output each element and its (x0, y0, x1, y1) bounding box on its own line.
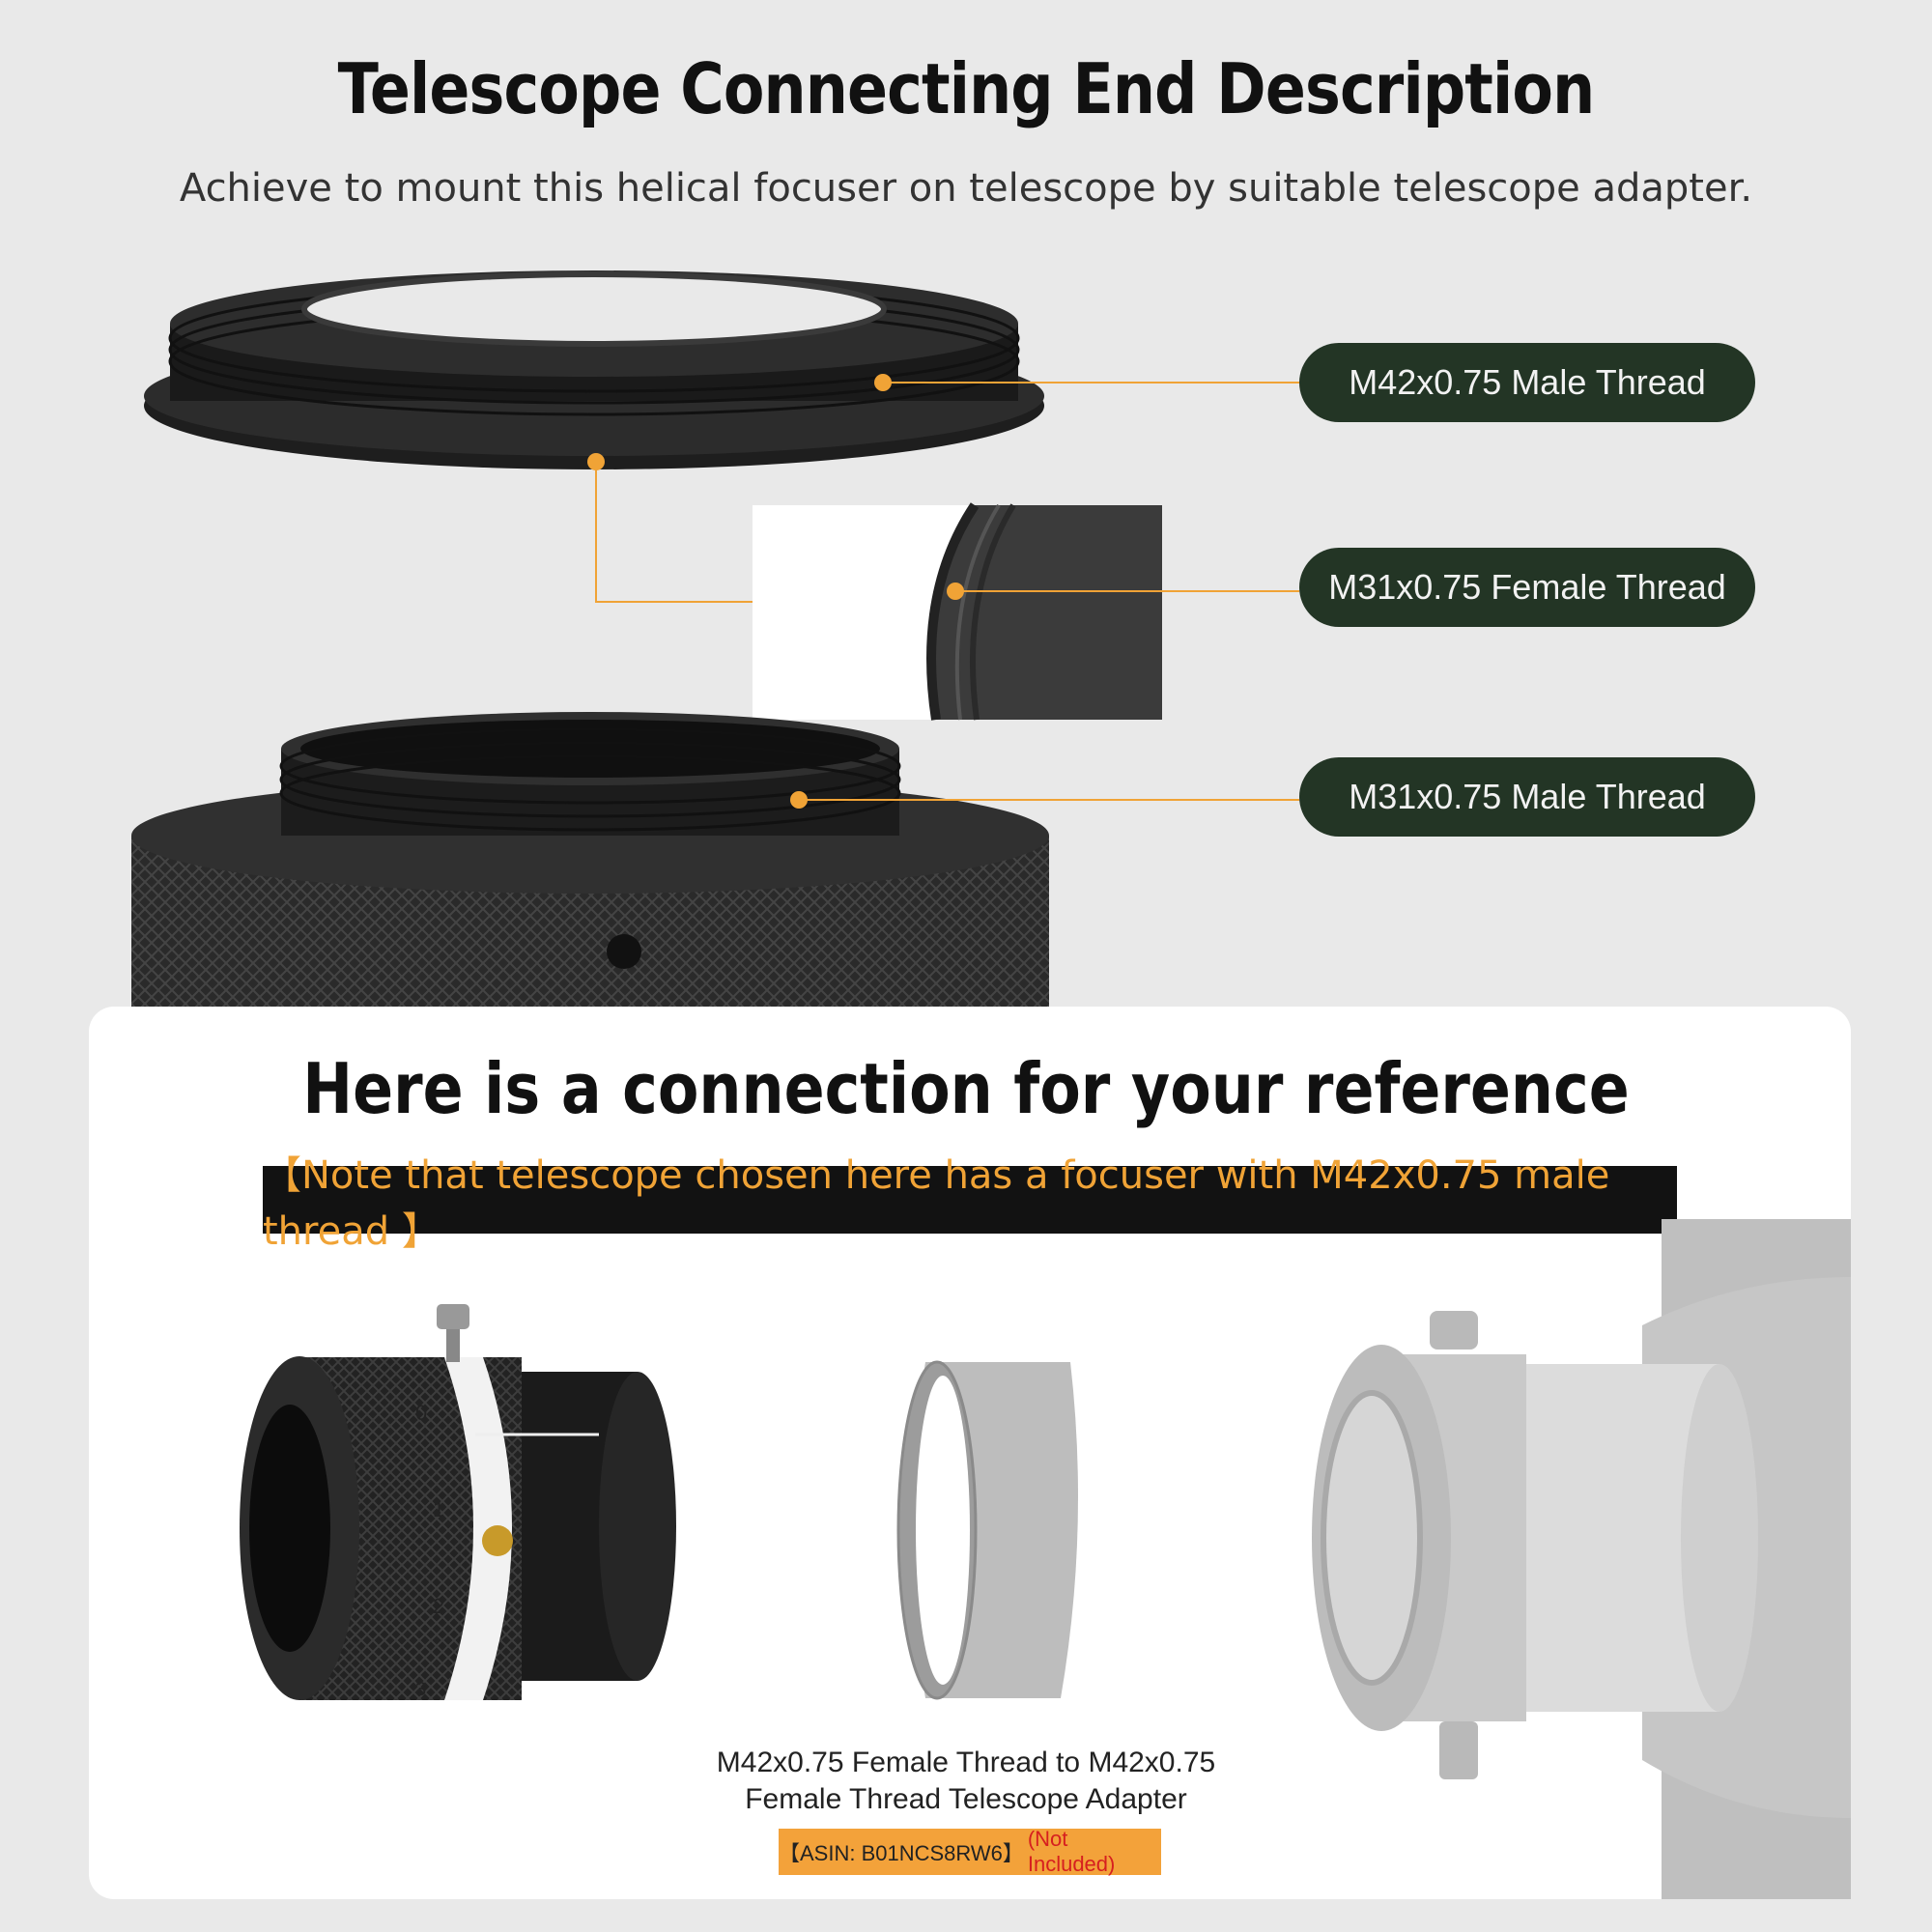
callout-dot-3 (790, 791, 808, 809)
telescope-focuser-image (1312, 1219, 1851, 1899)
page-subtitle: Achieve to mount this helical focuser on… (179, 166, 1753, 211)
callout-line-2-horizontal (595, 601, 753, 603)
asin-code: 【ASIN: B01NCS8RW6】 (779, 1841, 1024, 1865)
callout-m31-male-thread: M31x0.75 Male Thread (1299, 757, 1755, 837)
note-banner: 【Note that telescope chosen here has a f… (263, 1153, 1677, 1254)
focuser-knurled-image (131, 712, 1049, 1007)
callout-dot-2a (587, 453, 605, 470)
callout-line-2-vertical (595, 462, 597, 603)
reference-title: Here is a connection for your reference (302, 1048, 1630, 1129)
helical-focuser-image: 0 1 2 3 (240, 1304, 676, 1700)
not-included-label: (Not Included) (1027, 1827, 1116, 1876)
callout-line-2b (955, 590, 1299, 592)
callout-line-3 (799, 799, 1299, 801)
adapter-ring-gray-image (896, 1360, 1078, 1700)
callout-line-1 (883, 382, 1299, 384)
thread-closeup-image (753, 502, 1162, 721)
adapter-ring-image (144, 270, 1044, 469)
page-title: Telescope Connecting End Description (337, 48, 1595, 129)
scale-label-3: 3 (415, 1679, 426, 1700)
scale-label-0: 0 (415, 1401, 427, 1425)
note-text: 【Note that telescope chosen here has a f… (263, 1153, 1610, 1254)
adapter-caption: M42x0.75 Female Thread to M42x0.75 Femal… (676, 1745, 1256, 1818)
callout-m31-female-thread: M31x0.75 Female Thread (1299, 548, 1755, 627)
adapter-caption-line1: M42x0.75 Female Thread to M42x0.75 (716, 1747, 1216, 1778)
callout-dot-2b (947, 582, 964, 600)
asin-badge: 【ASIN: B01NCS8RW6】 (Not Included) (779, 1827, 1161, 1876)
adapter-caption-line2: Female Thread Telescope Adapter (745, 1783, 1187, 1815)
scale-label-1: 1 (433, 1497, 444, 1521)
scale-label-2: 2 (433, 1594, 444, 1618)
callout-m42-male-thread: M42x0.75 Male Thread (1299, 343, 1755, 422)
callout-dot-1 (874, 374, 892, 391)
